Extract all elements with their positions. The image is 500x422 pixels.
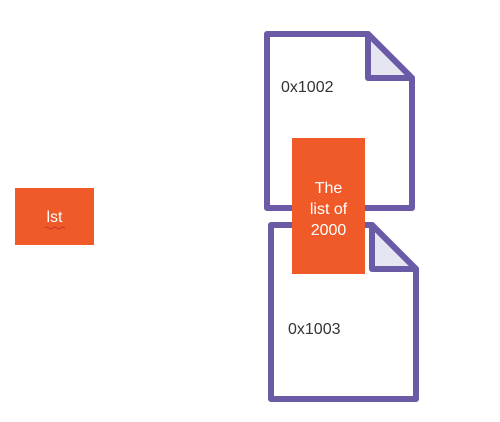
list-object-box: The list of 2000	[292, 138, 365, 274]
list-object-line-1: The	[315, 180, 343, 197]
variable-box-rect	[15, 188, 94, 245]
page-address-upper: 0x1002	[281, 79, 334, 96]
list-object-line-3: 2000	[311, 222, 347, 239]
spellcheck-underline	[44, 226, 66, 230]
variable-box: lst	[15, 188, 94, 245]
list-object-line-2: list of	[310, 201, 348, 218]
list-object-rect	[292, 138, 365, 274]
page-fold	[365, 31, 415, 81]
variable-label: lst	[47, 209, 64, 226]
page-address-lower: 0x1003	[288, 321, 341, 338]
page-fold	[369, 222, 419, 272]
